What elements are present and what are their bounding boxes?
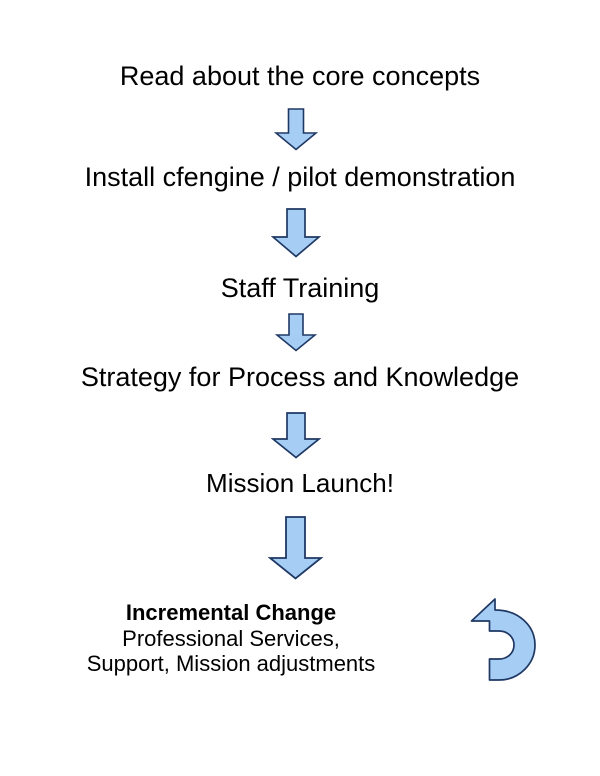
final-step-block: Incremental Change Professional Services… <box>0 600 462 677</box>
final-line-2: Professional Services, <box>122 625 340 651</box>
flow-step-5-label: Mission Launch! <box>206 468 394 498</box>
final-line-3: Support, Mission adjustments <box>86 651 376 677</box>
circular-arrow-icon <box>470 598 536 681</box>
flow-step-4-label: Strategy for Process and Knowledge <box>80 362 520 392</box>
down-arrow-icon-4 <box>271 412 321 459</box>
flow-step-3-label: Staff Training <box>220 273 380 303</box>
down-arrow-icon-5 <box>268 516 324 580</box>
final-heading: Incremental Change <box>125 600 337 625</box>
down-arrow-icon-2 <box>271 208 321 258</box>
flow-step-1-label: Read about the core concepts <box>119 61 481 91</box>
down-arrow-icon-3 <box>275 313 317 352</box>
down-arrow-icon-1 <box>274 108 318 151</box>
flow-step-2-label: Install cfengine / pilot demonstration <box>84 162 516 192</box>
